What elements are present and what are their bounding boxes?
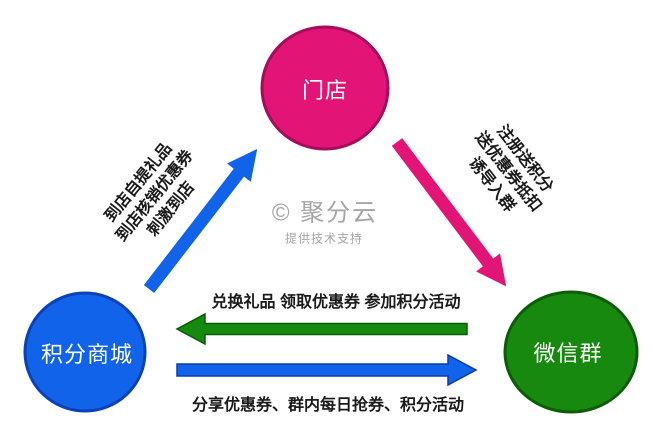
arrow-group-to-mall: [175, 312, 468, 346]
store-node-label: 门店: [301, 78, 349, 103]
watermark-brand: © 聚分云: [271, 199, 379, 227]
mall-node-label: 积分商城: [40, 342, 134, 367]
store-node-circle: [260, 25, 390, 151]
group-node-label: 微信群: [533, 341, 603, 366]
group-node-circle: [503, 290, 639, 414]
watermark-subtitle: 提供技术支持: [284, 231, 364, 246]
arrow-mall-to-store: [143, 148, 258, 293]
arrow-mall-to-group: [176, 353, 478, 387]
group-to-mall-arrow-label: 兑换礼品 领取优惠券 参加积分活动: [211, 294, 461, 311]
mall-node-circle: [23, 291, 147, 413]
arrow-store-to-group: [391, 138, 507, 287]
mall-to-group-arrow-label: 分享优惠券、群内每日抢券、积分活动: [191, 397, 465, 414]
